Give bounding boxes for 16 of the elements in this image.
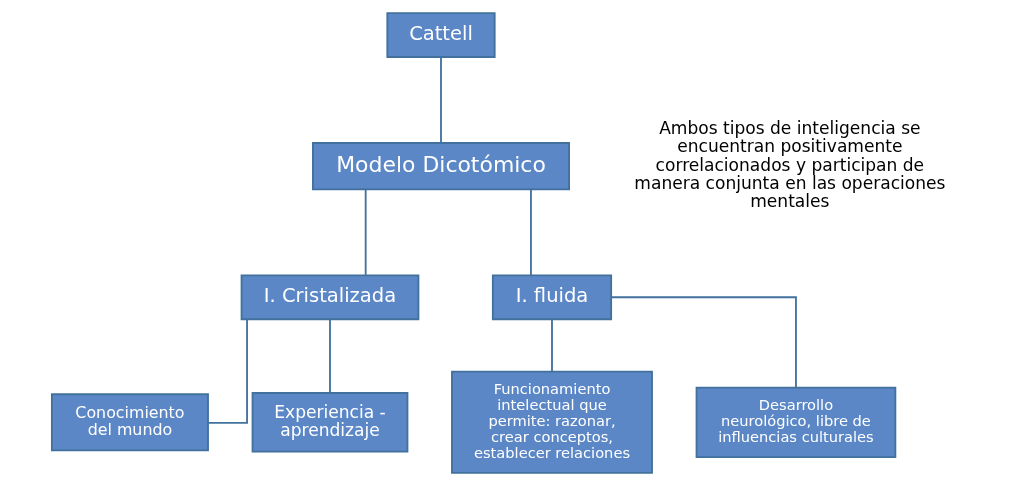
node-box: Conocimiento del mundo <box>50 393 209 452</box>
node-box: Modelo Dicotómico <box>311 142 570 191</box>
connector <box>364 188 367 276</box>
node-box: I. fluida <box>491 274 612 321</box>
connector <box>529 188 532 276</box>
node-box: Cattell <box>385 12 496 58</box>
connector <box>609 296 797 389</box>
connector <box>550 318 553 373</box>
connector <box>439 56 442 144</box>
connector <box>328 318 331 394</box>
node-box: I. Cristalizada <box>240 274 419 321</box>
node-box: Funcionamiento intelectual que permite: razonar, crear conceptos, establecer relaciones <box>450 370 653 474</box>
connector <box>206 318 248 424</box>
node-box: Experiencia - aprendizaje <box>251 392 408 453</box>
label: Ambos tipos de inteligencia se encuentran positivamente correlacionados y participan de manera conjunta en las operaciones mentales <box>633 118 945 212</box>
node-box: Desarrollo neurológico, libre de influencias culturales <box>695 386 896 458</box>
